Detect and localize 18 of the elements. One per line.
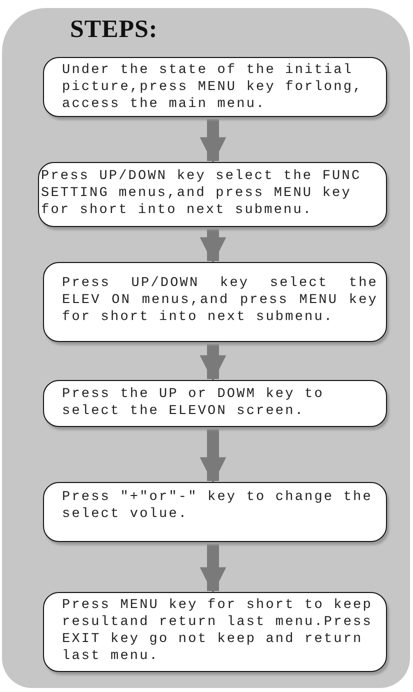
down-arrow bbox=[200, 119, 226, 164]
down-arrow bbox=[200, 229, 226, 264]
step-box bbox=[43, 380, 387, 427]
step-text: Press MENU key for short to keep resultand return last menu.Press EXIT key go not keep and return last menu. bbox=[62, 597, 374, 665]
step-box bbox=[38, 162, 387, 227]
down-arrow bbox=[200, 544, 226, 594]
step-text: Press the UP or DOWM key to select the ELEVON screen. bbox=[62, 386, 325, 420]
step-box bbox=[43, 57, 387, 117]
step-box bbox=[43, 262, 387, 342]
heading: STEPS: bbox=[70, 16, 158, 44]
step-text: Press UP/DOWN key select the ELEV ON menus,and press MENU key for short into next submenu. bbox=[62, 275, 378, 326]
down-arrow bbox=[200, 429, 226, 484]
step-text: Under the state of the initial picture,press MENU key forlong, access the main menu. bbox=[62, 62, 364, 113]
down-arrow bbox=[200, 344, 226, 382]
step-box bbox=[43, 482, 387, 542]
step-box bbox=[43, 592, 387, 672]
step-text: Press "+"or"-" key to change the select volue. bbox=[62, 489, 374, 523]
step-text: Press UP/DOWN key select the FUNC SETTING menus,and press MENU key for short into next submenu. bbox=[41, 168, 362, 219]
